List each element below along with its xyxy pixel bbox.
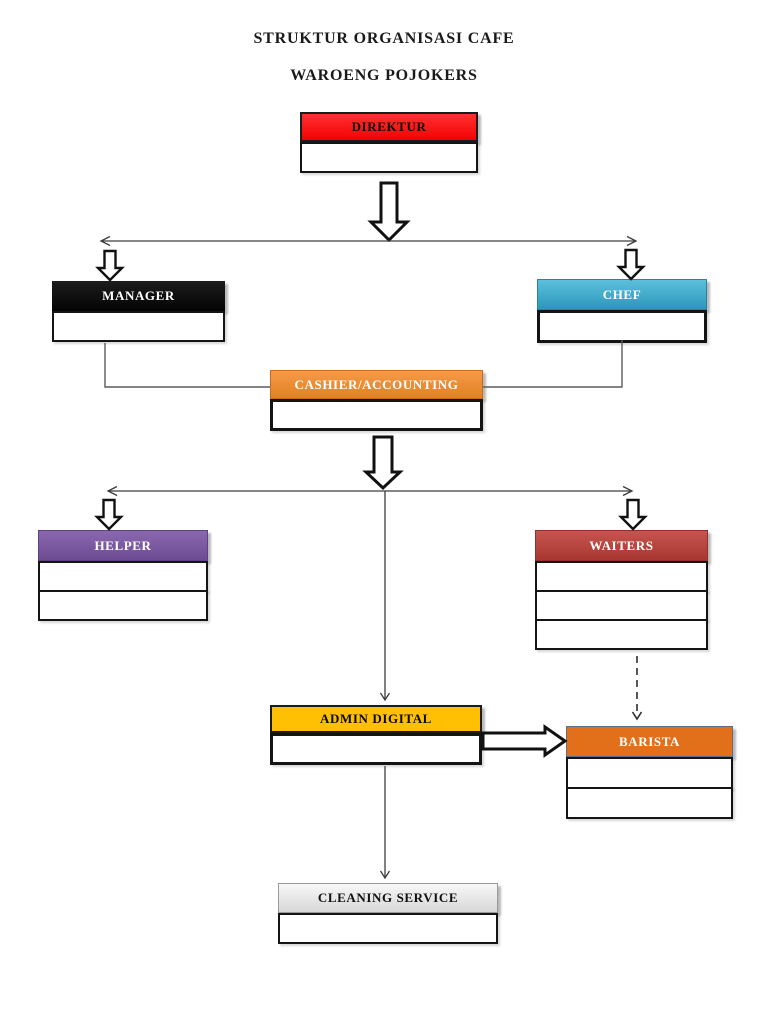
block-arrow-down-chef-icon [616, 248, 646, 281]
block-arrow-down-cashier-icon [362, 435, 404, 491]
arrowhead-left-icon [99, 235, 111, 247]
org-node-waiters: WAITERS [535, 530, 708, 650]
block-arrow-down-direktur-icon [367, 181, 411, 243]
org-node-header: MANAGER [52, 281, 225, 311]
org-node-empty-row [38, 590, 208, 621]
org-node-empty-row [535, 619, 708, 650]
org-node-helper: HELPER [38, 530, 208, 621]
elbow-line-chef-cashier [483, 340, 623, 388]
org-node-label: HELPER [94, 537, 152, 553]
arrowhead-right-icon [626, 235, 638, 247]
org-node-empty-row [278, 913, 498, 944]
org-node-empty-row [300, 142, 478, 173]
org-node-header: CHEF [537, 279, 707, 310]
org-node-label: DIREKTUR [351, 119, 427, 134]
org-node-empty-row [38, 561, 208, 592]
org-node-cashier-accounting: CASHIER/ACCOUNTING [270, 370, 483, 431]
org-node-label: ADMIN DIGITAL [320, 711, 432, 726]
org-node-empty-row [566, 757, 733, 789]
org-node-header: ADMIN DIGITAL [270, 705, 482, 733]
org-node-empty-row [537, 310, 707, 343]
org-node-label: CLEANING SERVICE [317, 890, 459, 905]
org-node-empty-row [270, 399, 483, 431]
org-node-header: DIREKTUR [300, 112, 478, 142]
org-node-empty-row [52, 311, 225, 342]
arrowhead-left-icon [106, 485, 118, 497]
org-node-header: BARISTA [566, 726, 733, 757]
org-node-empty-row [270, 733, 482, 765]
org-node-label: CHEF [602, 286, 642, 302]
elbow-line-manager-cashier [104, 343, 270, 388]
org-node-label: BARISTA [618, 733, 681, 749]
org-node-empty-row [535, 590, 708, 621]
org-node-header: CASHIER/ACCOUNTING [270, 370, 483, 399]
org-node-header: CLEANING SERVICE [278, 883, 498, 913]
org-node-empty-row [566, 787, 733, 819]
page-title-line1: STRUKTUR ORGANISASI CAFE [253, 30, 515, 47]
org-node-label: MANAGER [102, 288, 175, 303]
org-node-label: CASHIER/ACCOUNTING [294, 376, 459, 392]
block-arrow-down-waiters-icon [618, 498, 648, 531]
org-node-label: WAITERS [589, 537, 654, 553]
org-node-chef: CHEF [537, 279, 707, 343]
block-arrow-right-admin-barista-icon [481, 724, 568, 758]
block-arrow-down-manager-icon [95, 249, 125, 282]
block-arrow-down-helper-icon [94, 498, 124, 531]
org-node-empty-row [535, 561, 708, 592]
arrowhead-down-icon [379, 870, 391, 880]
org-node-barista: BARISTA [566, 726, 733, 819]
org-node-cleaning-service: CLEANING SERVICE [278, 883, 498, 944]
org-node-header: HELPER [38, 530, 208, 561]
org-node-manager: MANAGER [52, 281, 225, 342]
org-node-admin-digital: ADMIN DIGITAL [270, 705, 482, 765]
org-node-header: WAITERS [535, 530, 708, 561]
arrowhead-down-icon [379, 692, 391, 702]
arrowhead-right-icon [622, 485, 634, 497]
page-title-line2: WAROENG POJOKERS [290, 67, 478, 84]
arrowhead-down-icon [631, 711, 643, 721]
org-node-direktur: DIREKTUR [300, 112, 478, 173]
